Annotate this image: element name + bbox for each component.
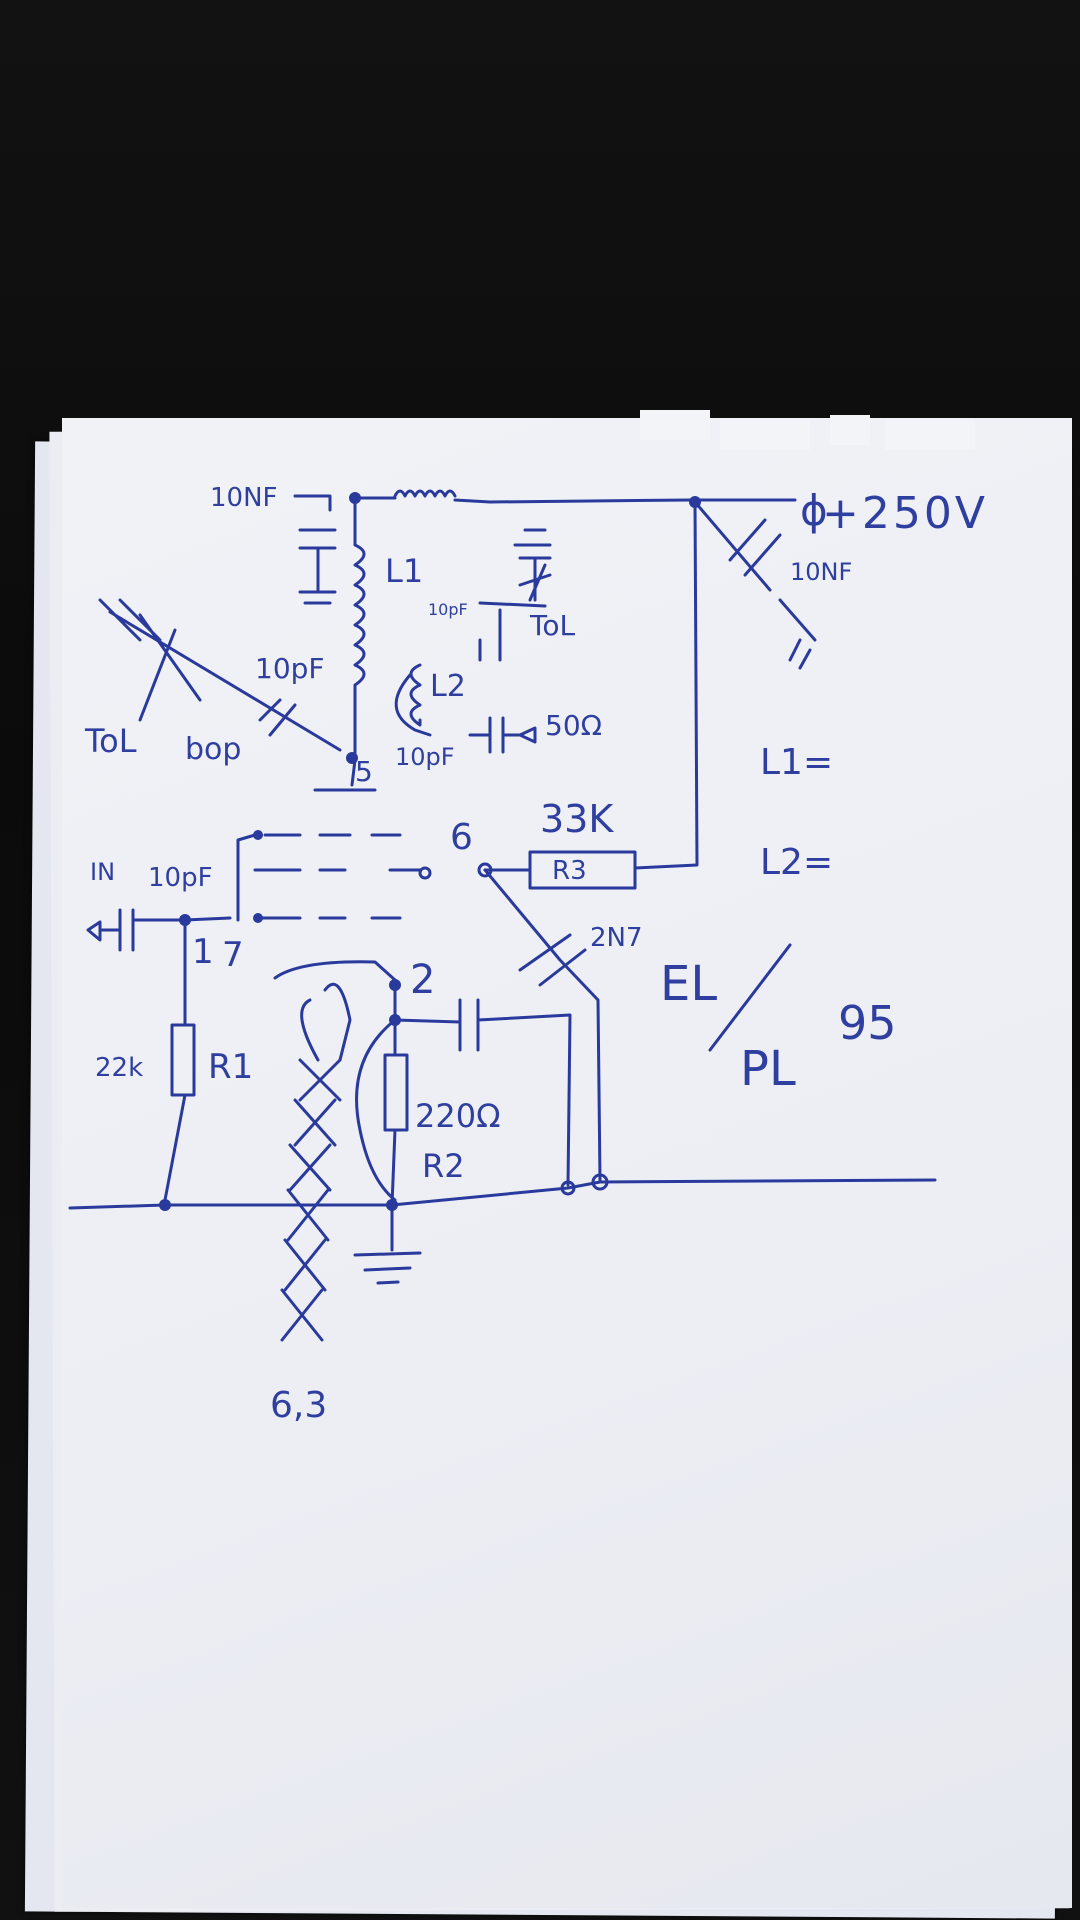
- label-tol-left: ToL: [85, 722, 137, 760]
- junction-dot: [591, 1173, 609, 1191]
- ground-rail: [68, 1178, 937, 1210]
- trimmer-tol-right: [513, 528, 552, 602]
- pin5-ground: [313, 758, 377, 792]
- pin-dot: [418, 866, 432, 880]
- label-supply-marker: ϕ: [800, 486, 828, 535]
- wire-r1-bottom: [163, 1093, 187, 1202]
- choke-coil: [393, 489, 457, 498]
- label-in: IN: [90, 858, 116, 886]
- tube-bracket: [236, 833, 257, 922]
- label-r3: R3: [552, 856, 587, 886]
- wire-r2-loop: [355, 1018, 397, 1202]
- capacitor-10nf-right: [693, 500, 817, 670]
- label-bop: bop: [185, 732, 242, 767]
- label-r1-value: 22k: [95, 1053, 144, 1083]
- input-arrow: [86, 920, 102, 942]
- label-r2-value: 220Ω: [415, 1097, 501, 1135]
- wire-top-right: [453, 498, 782, 504]
- capacitor-10pf-crossed: [478, 601, 547, 662]
- label-10nf-right: 10NF: [790, 558, 853, 586]
- label-2n7: 2N7: [590, 923, 643, 953]
- label-10pf-mid: 10pF: [255, 652, 325, 685]
- label-tube-line2: PL: [740, 1041, 796, 1097]
- junction-dot: [560, 1180, 576, 1196]
- label-pin2: 2: [410, 957, 436, 1003]
- wire-pin7-pin2: [273, 960, 397, 982]
- junction-dot: [253, 913, 263, 923]
- label-heater: 6,3: [270, 1385, 328, 1426]
- arrow-50ohm: [518, 726, 537, 744]
- heater-loop: [300, 982, 352, 1062]
- wire-supply-vertical: [633, 500, 699, 870]
- paper-tab: [640, 410, 710, 440]
- capacitor-10pf-mid: [258, 698, 297, 737]
- label-tol-right: ToL: [530, 609, 576, 642]
- junction-dot: [159, 1199, 171, 1211]
- wire-plate: [483, 868, 602, 1182]
- label-l2-eq: L2=: [760, 842, 834, 883]
- coil-l2: [409, 663, 422, 727]
- label-pin7: 7: [222, 935, 244, 975]
- label-pin1: 1: [192, 932, 214, 972]
- paper-tab: [830, 415, 870, 445]
- label-l1-eq: L1=: [760, 742, 834, 783]
- capacitor-10nf-left: [298, 528, 337, 605]
- label-pin6: 6: [450, 817, 473, 858]
- capacitor-2n7: [518, 933, 587, 987]
- coil-l1: [353, 496, 366, 762]
- label-l1: L1: [385, 552, 424, 590]
- capacitor-in: [98, 908, 232, 952]
- wire-r2-bottom: [390, 1128, 397, 1252]
- resistor-r1: [170, 1023, 196, 1097]
- trimmer-tol-left: [98, 598, 342, 752]
- coil-l2-lead: [394, 673, 432, 737]
- tube-slash: [708, 943, 792, 1052]
- label-supply-voltage: +250V: [822, 488, 988, 539]
- junction-dot: [253, 830, 263, 840]
- label-r1: R1: [208, 1047, 254, 1087]
- paper-tab: [885, 420, 975, 450]
- label-cin: 10pF: [148, 863, 213, 893]
- resistor-r2: [383, 1053, 409, 1132]
- label-r2: R2: [422, 1147, 465, 1185]
- junction-dot: [386, 1199, 398, 1211]
- label-pin5: 5: [355, 755, 373, 788]
- label-10pf-out: 10pF: [395, 743, 455, 771]
- label-10nf-left: 10NF: [210, 483, 278, 513]
- resistor-r3: [528, 850, 637, 890]
- label-l2: L2: [430, 669, 466, 704]
- label-tube-line1: EL: [660, 956, 718, 1012]
- capacitor-cathode: [393, 998, 572, 1187]
- wire-cap-left: [293, 494, 332, 512]
- ground-symbol: [353, 1251, 422, 1285]
- junction-dot: [346, 752, 358, 764]
- label-50ohm: 50Ω: [545, 709, 603, 742]
- label-tube-number: 95: [838, 996, 897, 1050]
- label-10pf-crossed: 10pF: [428, 600, 468, 619]
- heater-twisted-wire: [280, 1058, 342, 1342]
- capacitor-10pf-out: [468, 716, 522, 754]
- label-r3-value: 33K: [540, 797, 614, 841]
- paper-tab: [720, 420, 810, 450]
